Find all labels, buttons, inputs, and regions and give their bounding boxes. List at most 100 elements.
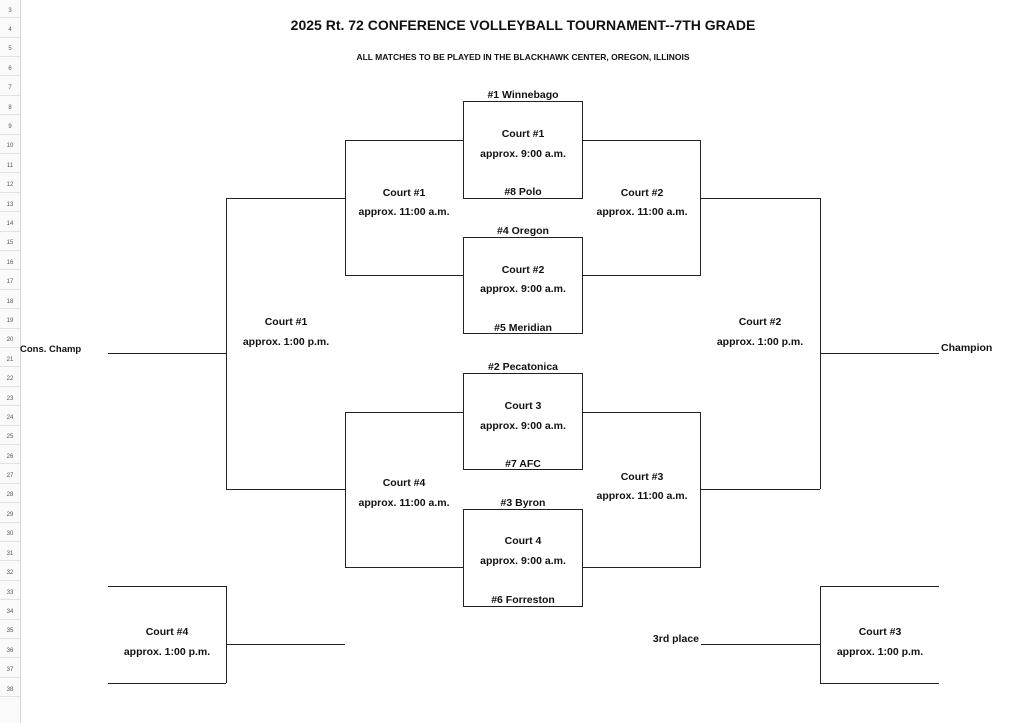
row-number[interactable]: 25 <box>6 434 14 440</box>
bracket-line <box>463 606 583 607</box>
row-number[interactable]: 15 <box>6 240 14 246</box>
row-number[interactable]: 19 <box>6 318 14 324</box>
row-number[interactable]: 17 <box>6 279 14 285</box>
team-seed-6: #6 Forreston <box>491 594 555 606</box>
match-time: approx. 11:00 a.m. <box>596 206 688 218</box>
match-time: approx. 11:00 a.m. <box>358 497 450 509</box>
row-number[interactable]: 10 <box>6 143 14 149</box>
bracket-line <box>108 586 226 587</box>
bracket-line <box>700 140 701 275</box>
bracket-line <box>463 101 583 102</box>
bracket-line <box>226 198 227 489</box>
match-court: Court #4 <box>382 477 426 489</box>
bracket-line <box>583 567 701 568</box>
cons-champ-label: Cons. Champ <box>20 344 82 355</box>
match-court: Court #4 <box>145 626 189 638</box>
bracket-line <box>582 101 583 198</box>
row-separator <box>0 366 20 367</box>
row-separator <box>0 308 20 309</box>
row-separator <box>0 17 20 18</box>
match-court: Court #2 <box>738 316 782 328</box>
bracket-line <box>463 509 583 510</box>
row-number[interactable]: 13 <box>6 202 14 208</box>
match-time: approx. 9:00 a.m. <box>480 283 566 295</box>
match-court: Court #2 <box>501 264 545 276</box>
row-number[interactable]: 4 <box>8 27 12 33</box>
team-seed-7: #7 AFC <box>505 458 541 470</box>
row-number[interactable]: 26 <box>6 454 14 460</box>
row-separator <box>0 483 20 484</box>
row-number[interactable]: 23 <box>6 396 14 402</box>
match-time: approx. 1:00 p.m. <box>836 646 924 658</box>
row-number[interactable]: 34 <box>6 609 14 615</box>
row-separator <box>0 172 20 173</box>
row-separator <box>0 114 20 115</box>
row-separator <box>0 211 20 212</box>
row-number[interactable]: 30 <box>6 531 14 537</box>
row-separator <box>0 37 20 38</box>
team-seed-5: #5 Meridian <box>494 322 552 334</box>
match-court: Court #1 <box>382 187 426 199</box>
match-court: Court #3 <box>620 471 664 483</box>
bracket-line <box>463 509 464 606</box>
bracket-line <box>226 586 227 683</box>
row-number[interactable]: 16 <box>6 260 14 266</box>
row-number[interactable]: 36 <box>6 648 14 654</box>
bracket-line <box>463 333 583 334</box>
row-number[interactable]: 7 <box>8 85 12 91</box>
row-number[interactable]: 28 <box>6 492 14 498</box>
row-number[interactable]: 3 <box>8 8 12 14</box>
bracket-line <box>463 198 583 199</box>
bracket-line <box>345 275 463 276</box>
row-separator <box>0 347 20 348</box>
row-number[interactable]: 11 <box>6 163 14 169</box>
match-time: approx. 9:00 a.m. <box>480 420 566 432</box>
bracket-line <box>463 237 583 238</box>
row-number[interactable]: 9 <box>8 124 12 130</box>
row-separator <box>0 192 20 193</box>
row-number[interactable]: 35 <box>6 628 14 634</box>
row-number[interactable]: 6 <box>8 66 12 72</box>
row-separator <box>0 619 20 620</box>
match-time: approx. 9:00 a.m. <box>480 555 566 567</box>
row-separator <box>0 599 20 600</box>
row-number[interactable]: 12 <box>6 182 14 188</box>
row-number[interactable]: 27 <box>6 473 14 479</box>
bracket-line <box>345 567 463 568</box>
row-number[interactable]: 29 <box>6 512 14 518</box>
row-separator <box>0 95 20 96</box>
match-court: Court #1 <box>264 316 308 328</box>
match-court: Court #2 <box>620 187 664 199</box>
row-number[interactable]: 24 <box>6 415 14 421</box>
match-court: Court #3 <box>858 626 902 638</box>
bracket-line <box>463 373 464 469</box>
row-number[interactable]: 5 <box>8 46 12 52</box>
bracket-line <box>701 644 820 645</box>
row-number[interactable]: 21 <box>6 357 14 363</box>
row-number[interactable]: 22 <box>6 376 14 382</box>
row-separator <box>0 580 20 581</box>
bracket-line <box>463 373 583 374</box>
row-separator <box>0 231 20 232</box>
bracket-line <box>226 198 345 199</box>
row-number[interactable]: 33 <box>6 590 14 596</box>
row-separator <box>0 425 20 426</box>
third-place-label: 3rd place <box>652 633 699 645</box>
row-number[interactable]: 8 <box>8 105 12 111</box>
row-number[interactable]: 31 <box>6 551 14 557</box>
row-number[interactable]: 38 <box>6 687 14 693</box>
bracket-line <box>582 373 583 469</box>
page-title: 2025 Rt. 72 CONFERENCE VOLLEYBALL TOURNA… <box>290 17 756 33</box>
bracket-line <box>226 489 345 490</box>
bracket-line <box>345 140 463 141</box>
row-number[interactable]: 20 <box>6 337 14 343</box>
match-time: approx. 1:00 p.m. <box>123 646 211 658</box>
row-separator <box>0 541 20 542</box>
row-number[interactable]: 32 <box>6 570 14 576</box>
row-separator <box>0 289 20 290</box>
row-number[interactable]: 18 <box>6 299 14 305</box>
row-number[interactable]: 37 <box>6 667 14 673</box>
row-separator <box>0 405 20 406</box>
row-number[interactable]: 14 <box>6 221 14 227</box>
bracket-line <box>226 644 345 645</box>
